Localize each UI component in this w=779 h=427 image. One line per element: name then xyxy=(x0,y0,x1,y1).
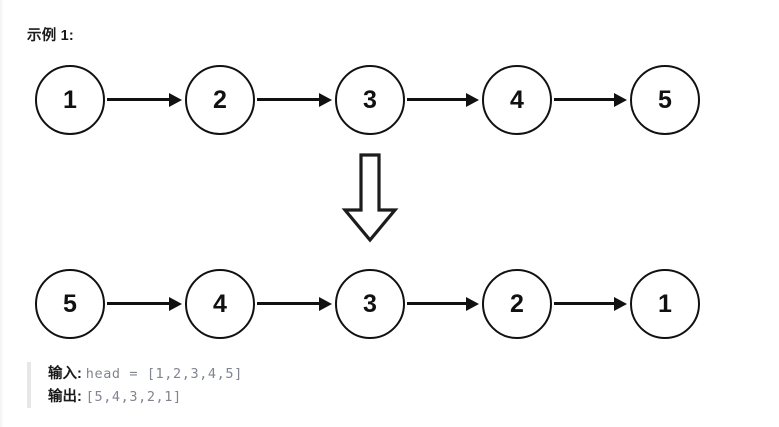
output-label: 输出: xyxy=(48,389,82,405)
example-output-line: 输出: [5,4,3,2,1] xyxy=(48,385,243,408)
arrow-right-icon xyxy=(554,93,628,107)
page-title: 示例 1: xyxy=(27,28,74,44)
linked-list-row-input: 1 2 3 4 5 xyxy=(0,65,779,141)
arrow-right-icon xyxy=(107,297,183,311)
arrow-right-icon xyxy=(554,297,628,311)
list-node: 4 xyxy=(185,269,255,339)
block-arrow-down-icon xyxy=(340,152,400,244)
arrow-right-icon xyxy=(407,93,480,107)
arrow-right-icon xyxy=(407,297,480,311)
list-node: 4 xyxy=(482,65,552,135)
linked-list-row-output: 5 4 3 2 1 xyxy=(0,269,779,345)
arrow-right-icon xyxy=(257,93,333,107)
list-node: 3 xyxy=(335,269,405,339)
list-node: 2 xyxy=(185,65,255,135)
arrow-right-icon xyxy=(107,93,183,107)
list-node: 3 xyxy=(335,65,405,135)
page-left-edge xyxy=(0,0,4,427)
list-node: 1 xyxy=(35,65,105,135)
list-node: 1 xyxy=(630,269,700,339)
list-node: 5 xyxy=(35,269,105,339)
list-node: 2 xyxy=(482,269,552,339)
arrow-right-icon xyxy=(257,297,333,311)
output-value: [5,4,3,2,1] xyxy=(85,389,182,405)
input-value: head = [1,2,3,4,5] xyxy=(85,366,243,382)
list-node: 5 xyxy=(630,65,700,135)
example-io-block: 输入: head = [1,2,3,4,5] 输出: [5,4,3,2,1] xyxy=(27,362,243,408)
example-input-line: 输入: head = [1,2,3,4,5] xyxy=(48,362,243,385)
input-label: 输入: xyxy=(48,366,82,382)
